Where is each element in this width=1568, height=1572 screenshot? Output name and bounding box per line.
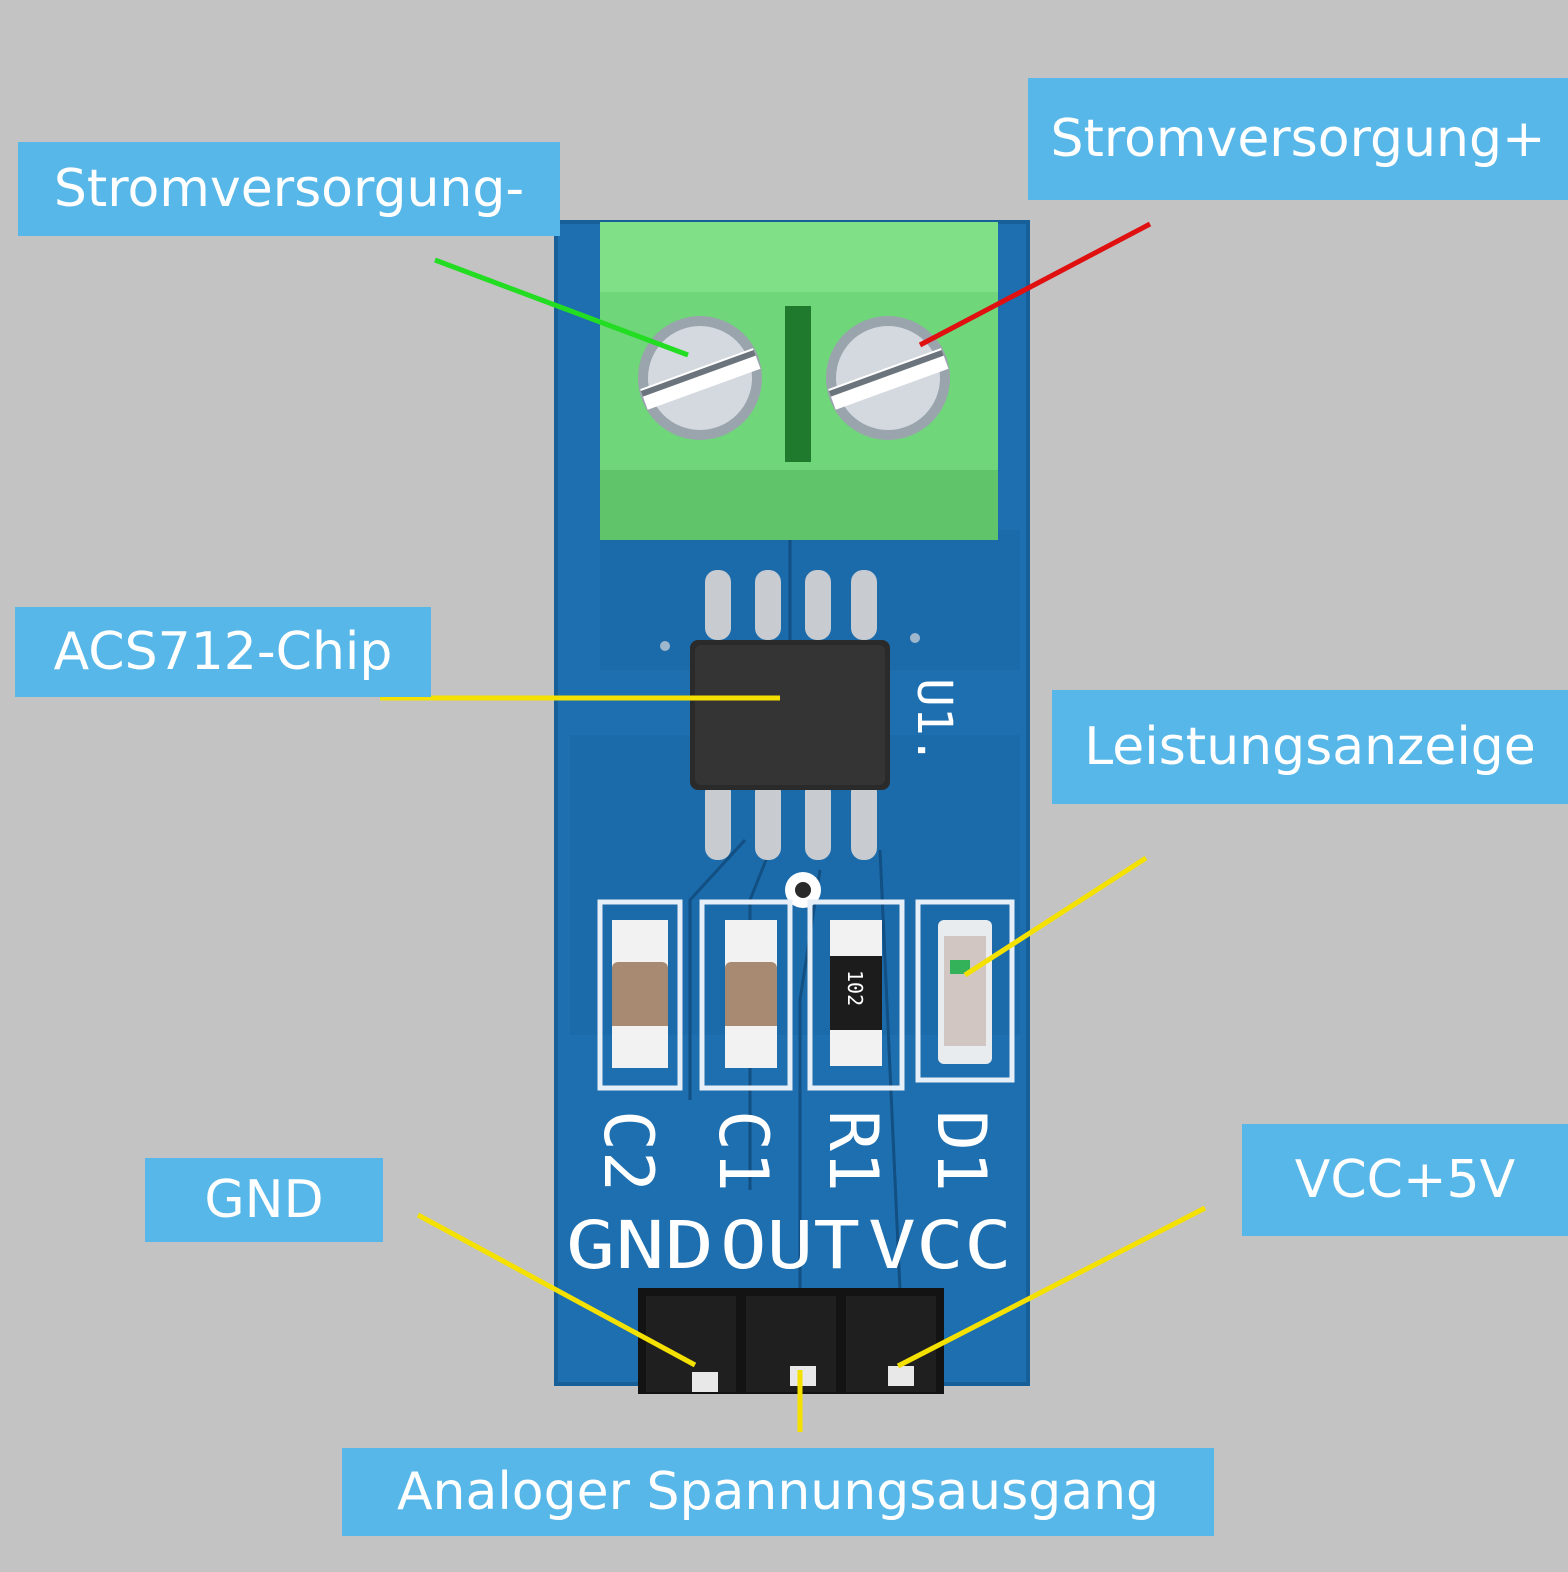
silk-pin-gnd: GND (566, 1207, 714, 1284)
led-d1 (938, 920, 992, 1064)
silk-u1: U1. (906, 678, 962, 765)
capacitor-c1 (725, 920, 777, 1068)
label-chip: ACS712-Chip (15, 607, 431, 697)
pointer-power-plus (918, 221, 1152, 348)
silk-c2: C2 (588, 1110, 667, 1192)
resistor-r1: 102 (830, 920, 882, 1066)
silk-pin-vcc: VCC (868, 1207, 1012, 1284)
pointer-power-minus (434, 257, 689, 358)
label-gnd: GND (145, 1158, 383, 1242)
pointer-led (963, 855, 1148, 978)
pointer-lines (380, 221, 1207, 1432)
silk-outlines (597, 899, 1015, 1091)
via (660, 641, 670, 651)
screw-terminal (600, 222, 998, 540)
label-power-indicator: Leistungsanzeige (1052, 690, 1568, 804)
capacitor-c2 (612, 920, 668, 1068)
pin-header (638, 1288, 944, 1394)
silk-pin-out: OUT (720, 1207, 860, 1284)
acs712-chip (690, 570, 890, 860)
label-power-minus: Stromversorgung- (18, 142, 560, 236)
pointer-gnd (416, 1212, 697, 1368)
silk-d1: D1 (921, 1110, 1000, 1192)
resistor-code: 102 (843, 970, 867, 1006)
label-vcc: VCC+5V (1242, 1124, 1568, 1236)
label-power-plus: Stromversorgung+ (1028, 78, 1568, 200)
silk-r1: R1 (813, 1110, 892, 1192)
label-analog-out: Analoger Spannungsausgang (342, 1448, 1214, 1536)
pointer-vcc (896, 1205, 1207, 1369)
screw-left (638, 316, 762, 440)
via (910, 633, 920, 643)
silk-c1: C1 (703, 1110, 782, 1192)
screw-right (826, 316, 950, 440)
